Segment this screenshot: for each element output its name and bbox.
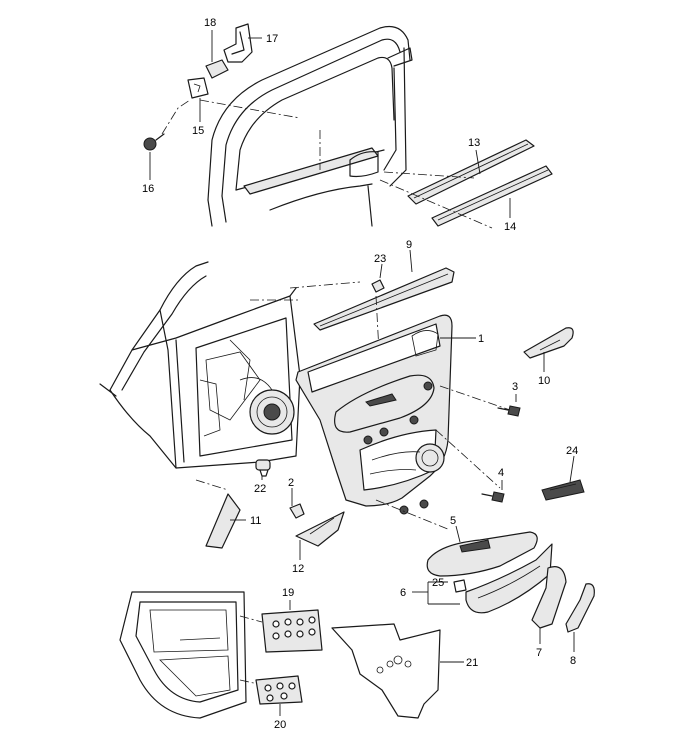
callout-5: 5 — [450, 515, 456, 527]
callout-10: 10 — [538, 375, 550, 387]
armrest-lower-6 — [427, 543, 553, 614]
callout-9: 9 — [406, 239, 412, 251]
callout-15: 15 — [192, 125, 204, 137]
screws-3-4 — [481, 405, 521, 503]
door-inner-frame — [99, 261, 361, 469]
trim-9-and-clip-23 — [313, 267, 455, 371]
top-bracket-parts — [143, 23, 301, 151]
callout-1: 1 — [478, 333, 484, 345]
switch-24 — [541, 479, 585, 501]
callout-2: 2 — [288, 477, 294, 489]
leader-lines — [149, 30, 575, 716]
callout-14: 14 — [504, 221, 516, 233]
callout-17: 17 — [266, 33, 278, 45]
callout-24: 24 — [566, 445, 578, 457]
handle-10 — [523, 327, 574, 359]
callout-3: 3 — [512, 381, 518, 393]
callout-6: 6 — [400, 587, 406, 599]
callout-4: 4 — [498, 467, 504, 479]
callout-20: 20 — [274, 719, 286, 731]
callout-7: 7 — [536, 647, 542, 659]
door-trim-panel — [295, 314, 511, 531]
callout-18: 18 — [204, 17, 216, 29]
callout-13: 13 — [468, 137, 480, 149]
membrane-21 — [331, 623, 441, 719]
fastener-2-and-cover-12 — [289, 503, 345, 547]
callout-16: 16 — [142, 183, 154, 195]
callout-21: 21 — [466, 657, 478, 669]
callout-11: 11 — [250, 515, 261, 527]
window-seal-strips — [379, 139, 553, 229]
callout-19: 19 — [282, 587, 294, 599]
door-shell-lower — [119, 591, 263, 719]
fastener-22 — [255, 459, 271, 477]
callout-labels: 1 2 3 4 5 6 7 8 9 10 11 12 13 14 15 16 1… — [142, 17, 578, 731]
callout-12: 12 — [292, 563, 304, 575]
pads-19-20 — [255, 609, 323, 705]
callout-22: 22 — [254, 483, 266, 495]
trim-11 — [195, 479, 241, 549]
callout-23: 23 — [374, 253, 386, 265]
upper-door-frame — [207, 25, 413, 227]
callout-8: 8 — [570, 655, 576, 667]
callout-25: 25 — [432, 577, 444, 589]
pull-handles-7-8 — [531, 566, 595, 633]
armrest-5 — [426, 531, 538, 577]
